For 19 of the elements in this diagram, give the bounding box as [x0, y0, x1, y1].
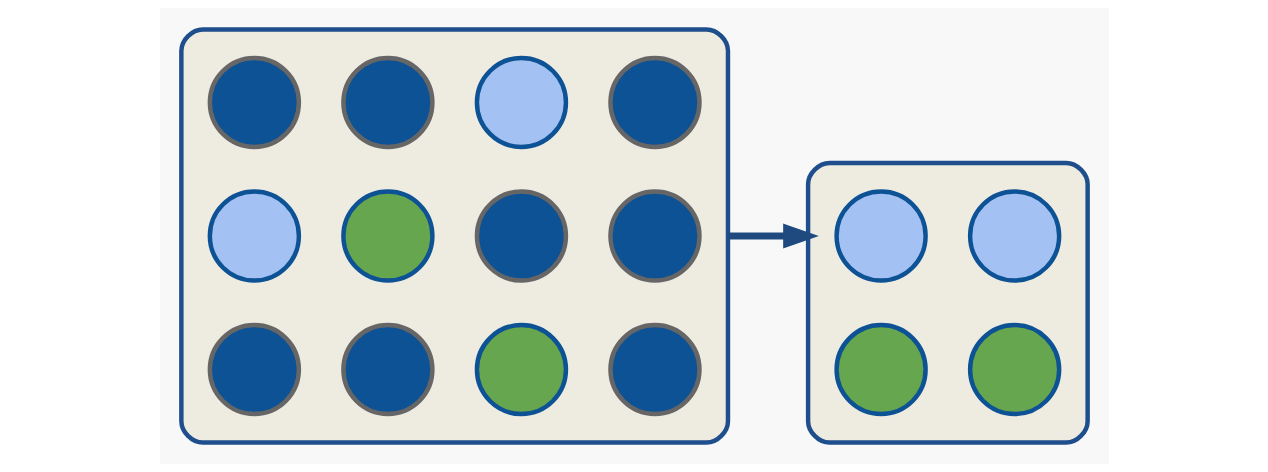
node-circle [607, 322, 702, 417]
node-circle [833, 322, 928, 417]
node-circle [207, 322, 301, 417]
node-circle [967, 322, 1061, 417]
arrow [727, 223, 819, 249]
node-circle [340, 322, 435, 417]
node-circle [967, 189, 1061, 283]
node-circle [607, 55, 702, 150]
node-circle [474, 55, 568, 150]
node-circle [207, 55, 301, 150]
node-circle [340, 55, 435, 150]
cluster [805, 160, 1090, 445]
cluster [178, 27, 730, 445]
node-circle [607, 189, 702, 283]
node-circle [833, 189, 928, 283]
node-circle [474, 322, 568, 417]
node-circle [340, 189, 435, 283]
node-circle [474, 189, 568, 283]
node-circle [207, 189, 301, 283]
